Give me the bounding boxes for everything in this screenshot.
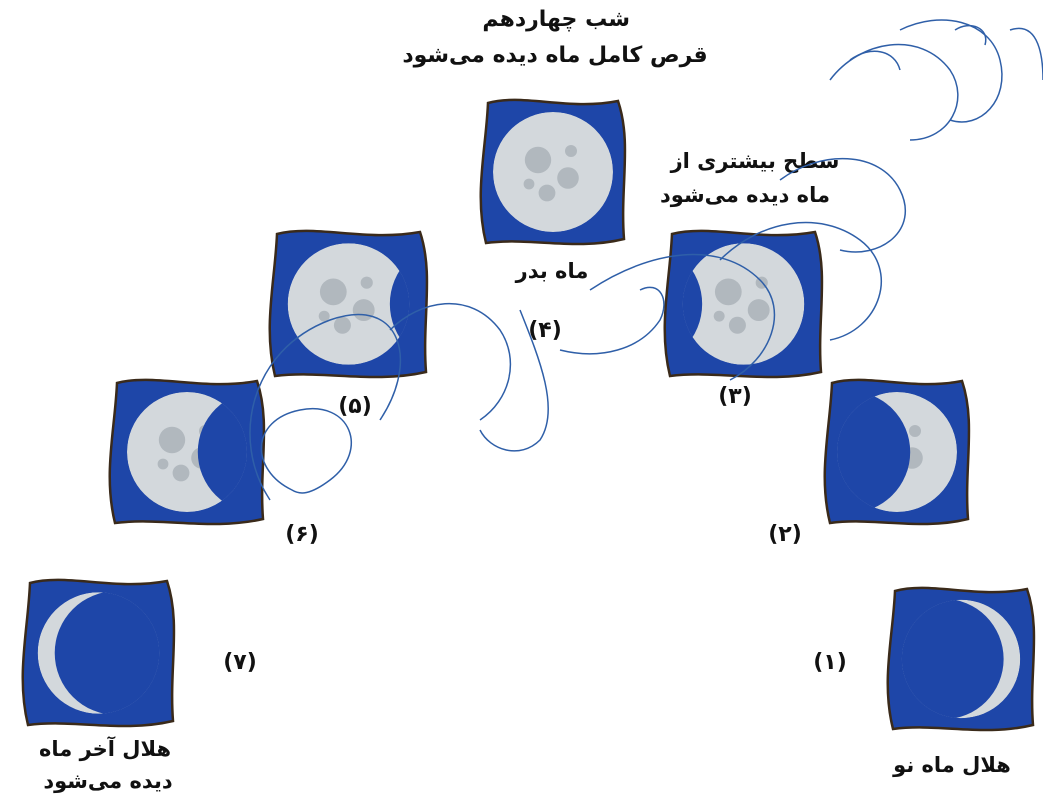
- phase-7-caption-line1: هلال آخر ماه: [38, 737, 172, 761]
- phase-3-caption-line1: سطح بیشتری از: [670, 149, 840, 173]
- phase-7-number: (۷): [223, 650, 257, 675]
- moon-phase-6: [108, 378, 266, 526]
- phase-1-number: (۱): [813, 650, 847, 675]
- phase-6-number: (۶): [285, 522, 319, 547]
- phase-5-number: (۵): [338, 394, 372, 419]
- phase-2-number: (۲): [768, 522, 802, 547]
- moon-phase-2: [823, 378, 971, 526]
- full-moon-desc-label: قرص کامل ماه دیده می‌شود: [402, 43, 708, 68]
- phase-4-caption: ماه بدر: [515, 259, 589, 283]
- phase-1-caption: هلال ماه نو: [893, 753, 1011, 777]
- moon-phase-1: [886, 586, 1036, 732]
- moon-shadow-6: [197, 392, 247, 512]
- moon-phase-5: [268, 229, 429, 379]
- full-moon-night-label: شب چهاردهم: [482, 7, 630, 32]
- moon-shadow-1: [901, 599, 1004, 719]
- moon-disc-4: [493, 112, 613, 232]
- phase-3-number: (۳): [718, 384, 752, 409]
- phase-4-number: (۴): [528, 318, 562, 343]
- moon-shadow-7: [54, 592, 160, 714]
- phase-7-caption-line2: دیده می‌شود: [43, 769, 173, 793]
- moon-phase-3: [663, 229, 824, 379]
- phase-3-caption-line2: ماه دیده می‌شود: [660, 183, 830, 207]
- moon-phase-7: [21, 578, 176, 728]
- moon-phase-4: [479, 98, 627, 246]
- moon-shadow-2: [837, 392, 911, 512]
